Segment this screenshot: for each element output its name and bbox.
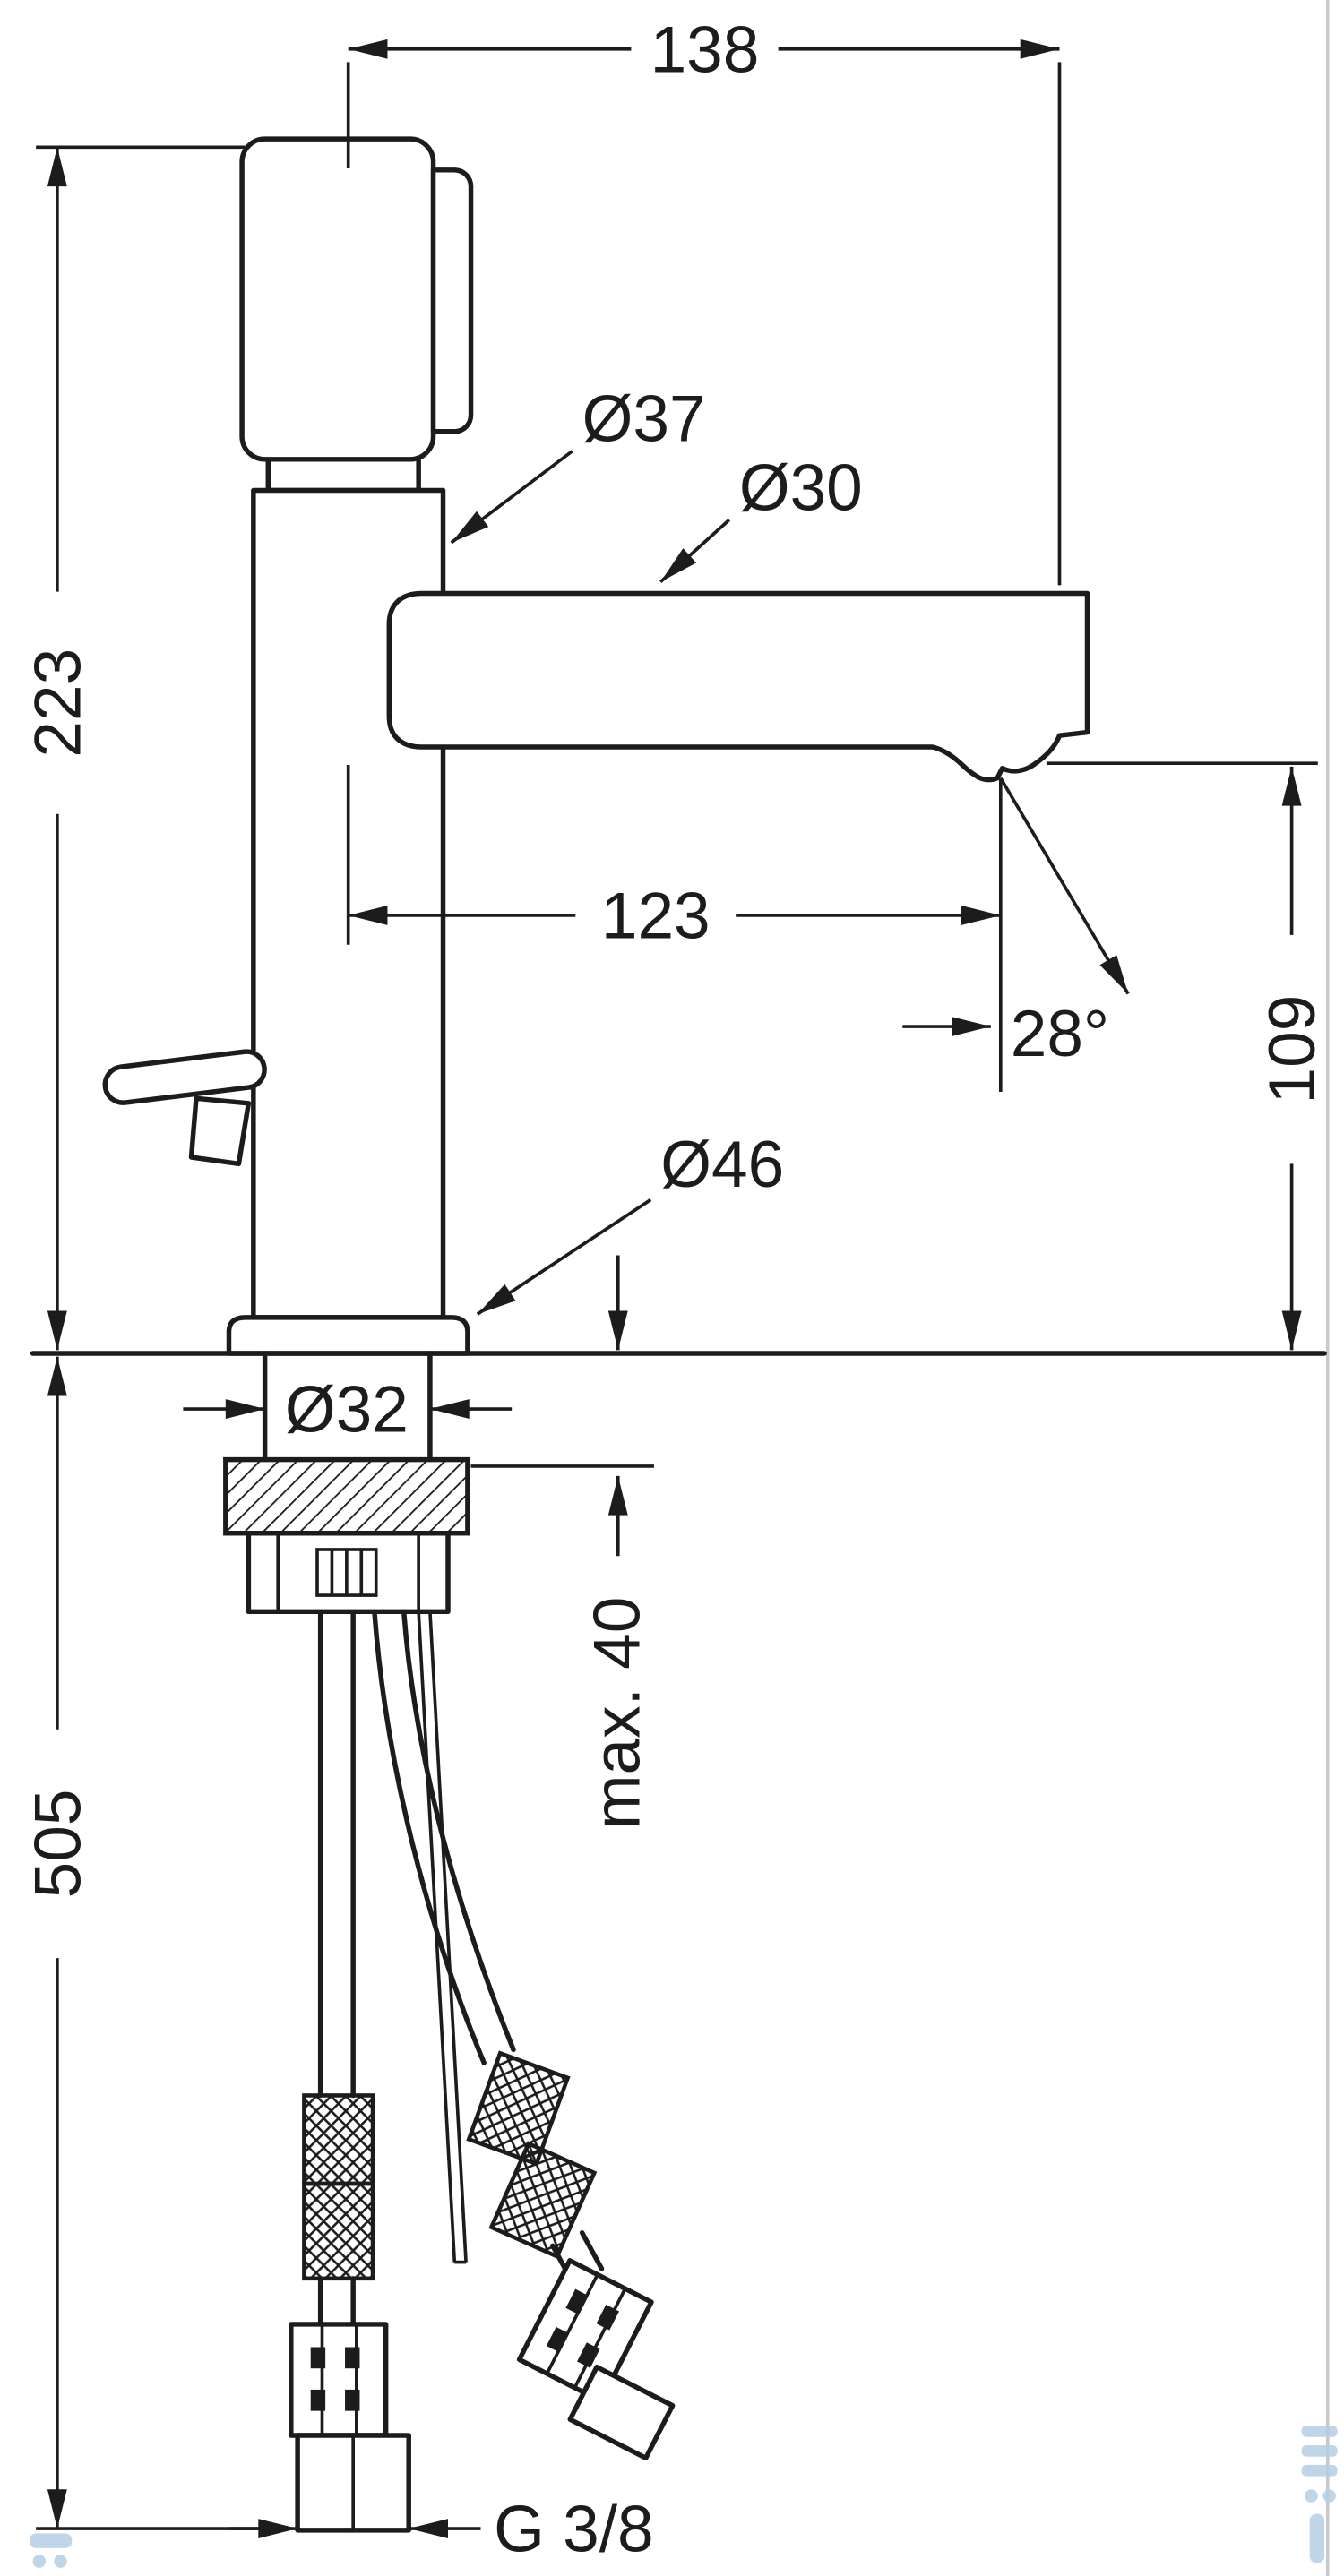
dim-label-spout-reach: 123 [601,880,711,952]
dim-aerator-angle: 28° [902,777,1130,1093]
mounting-parts [30,1351,1327,1615]
watermark-cart-icon [29,2533,73,2568]
dim-label-spout-projection: 138 [650,13,760,86]
dim-label-spout-diameter: Ø30 [739,451,863,524]
spout [386,590,1090,783]
dim-spout-diameter: Ø30 [659,451,863,584]
dim-label-spout-height: 109 [1256,995,1329,1104]
right-hose-nut [516,2258,654,2404]
dim-spout-reach: 123 [346,765,1001,952]
handle-knob [430,167,474,434]
dim-label-shank-diameter: Ø32 [285,1374,409,1447]
base-flange [226,1315,470,1356]
dim-spout-height: 109 [1046,761,1329,1351]
dim-label-base-diameter: Ø46 [660,1129,784,1201]
dim-label-connection-thread: G 3/8 [494,2494,654,2566]
faucet-outline [102,136,1090,1356]
dim-height-to-top: 223 [22,145,246,1351]
side-lever [102,1049,267,1167]
left-hose-nut [289,2322,389,2438]
dim-below-counter-length: 505 [22,1356,281,2530]
dim-base-diameter: Ø46 [476,1129,784,1316]
dim-connection-thread: G 3/8 [228,2494,654,2566]
dim-shank-diameter: Ø32 [183,1374,513,1447]
supply-hoses [289,1609,676,2533]
handle-body [239,136,436,462]
dim-label-height-to-top: 223 [22,648,94,758]
dim-label-max-counter-thickness: max. 40 [582,1597,654,1830]
dim-label-body-diameter: Ø37 [582,383,706,456]
dim-spout-projection: 138 [346,13,1062,586]
dim-label-below-counter-length: 505 [22,1790,94,1899]
watermark-logo [1301,2426,1338,2563]
dim-body-diameter: Ø37 [450,383,706,545]
dim-label-aerator-angle: 28° [1011,998,1109,1070]
dim-max-counter-thickness: max. 40 [470,1255,654,1830]
seal-washer [223,1456,470,1536]
